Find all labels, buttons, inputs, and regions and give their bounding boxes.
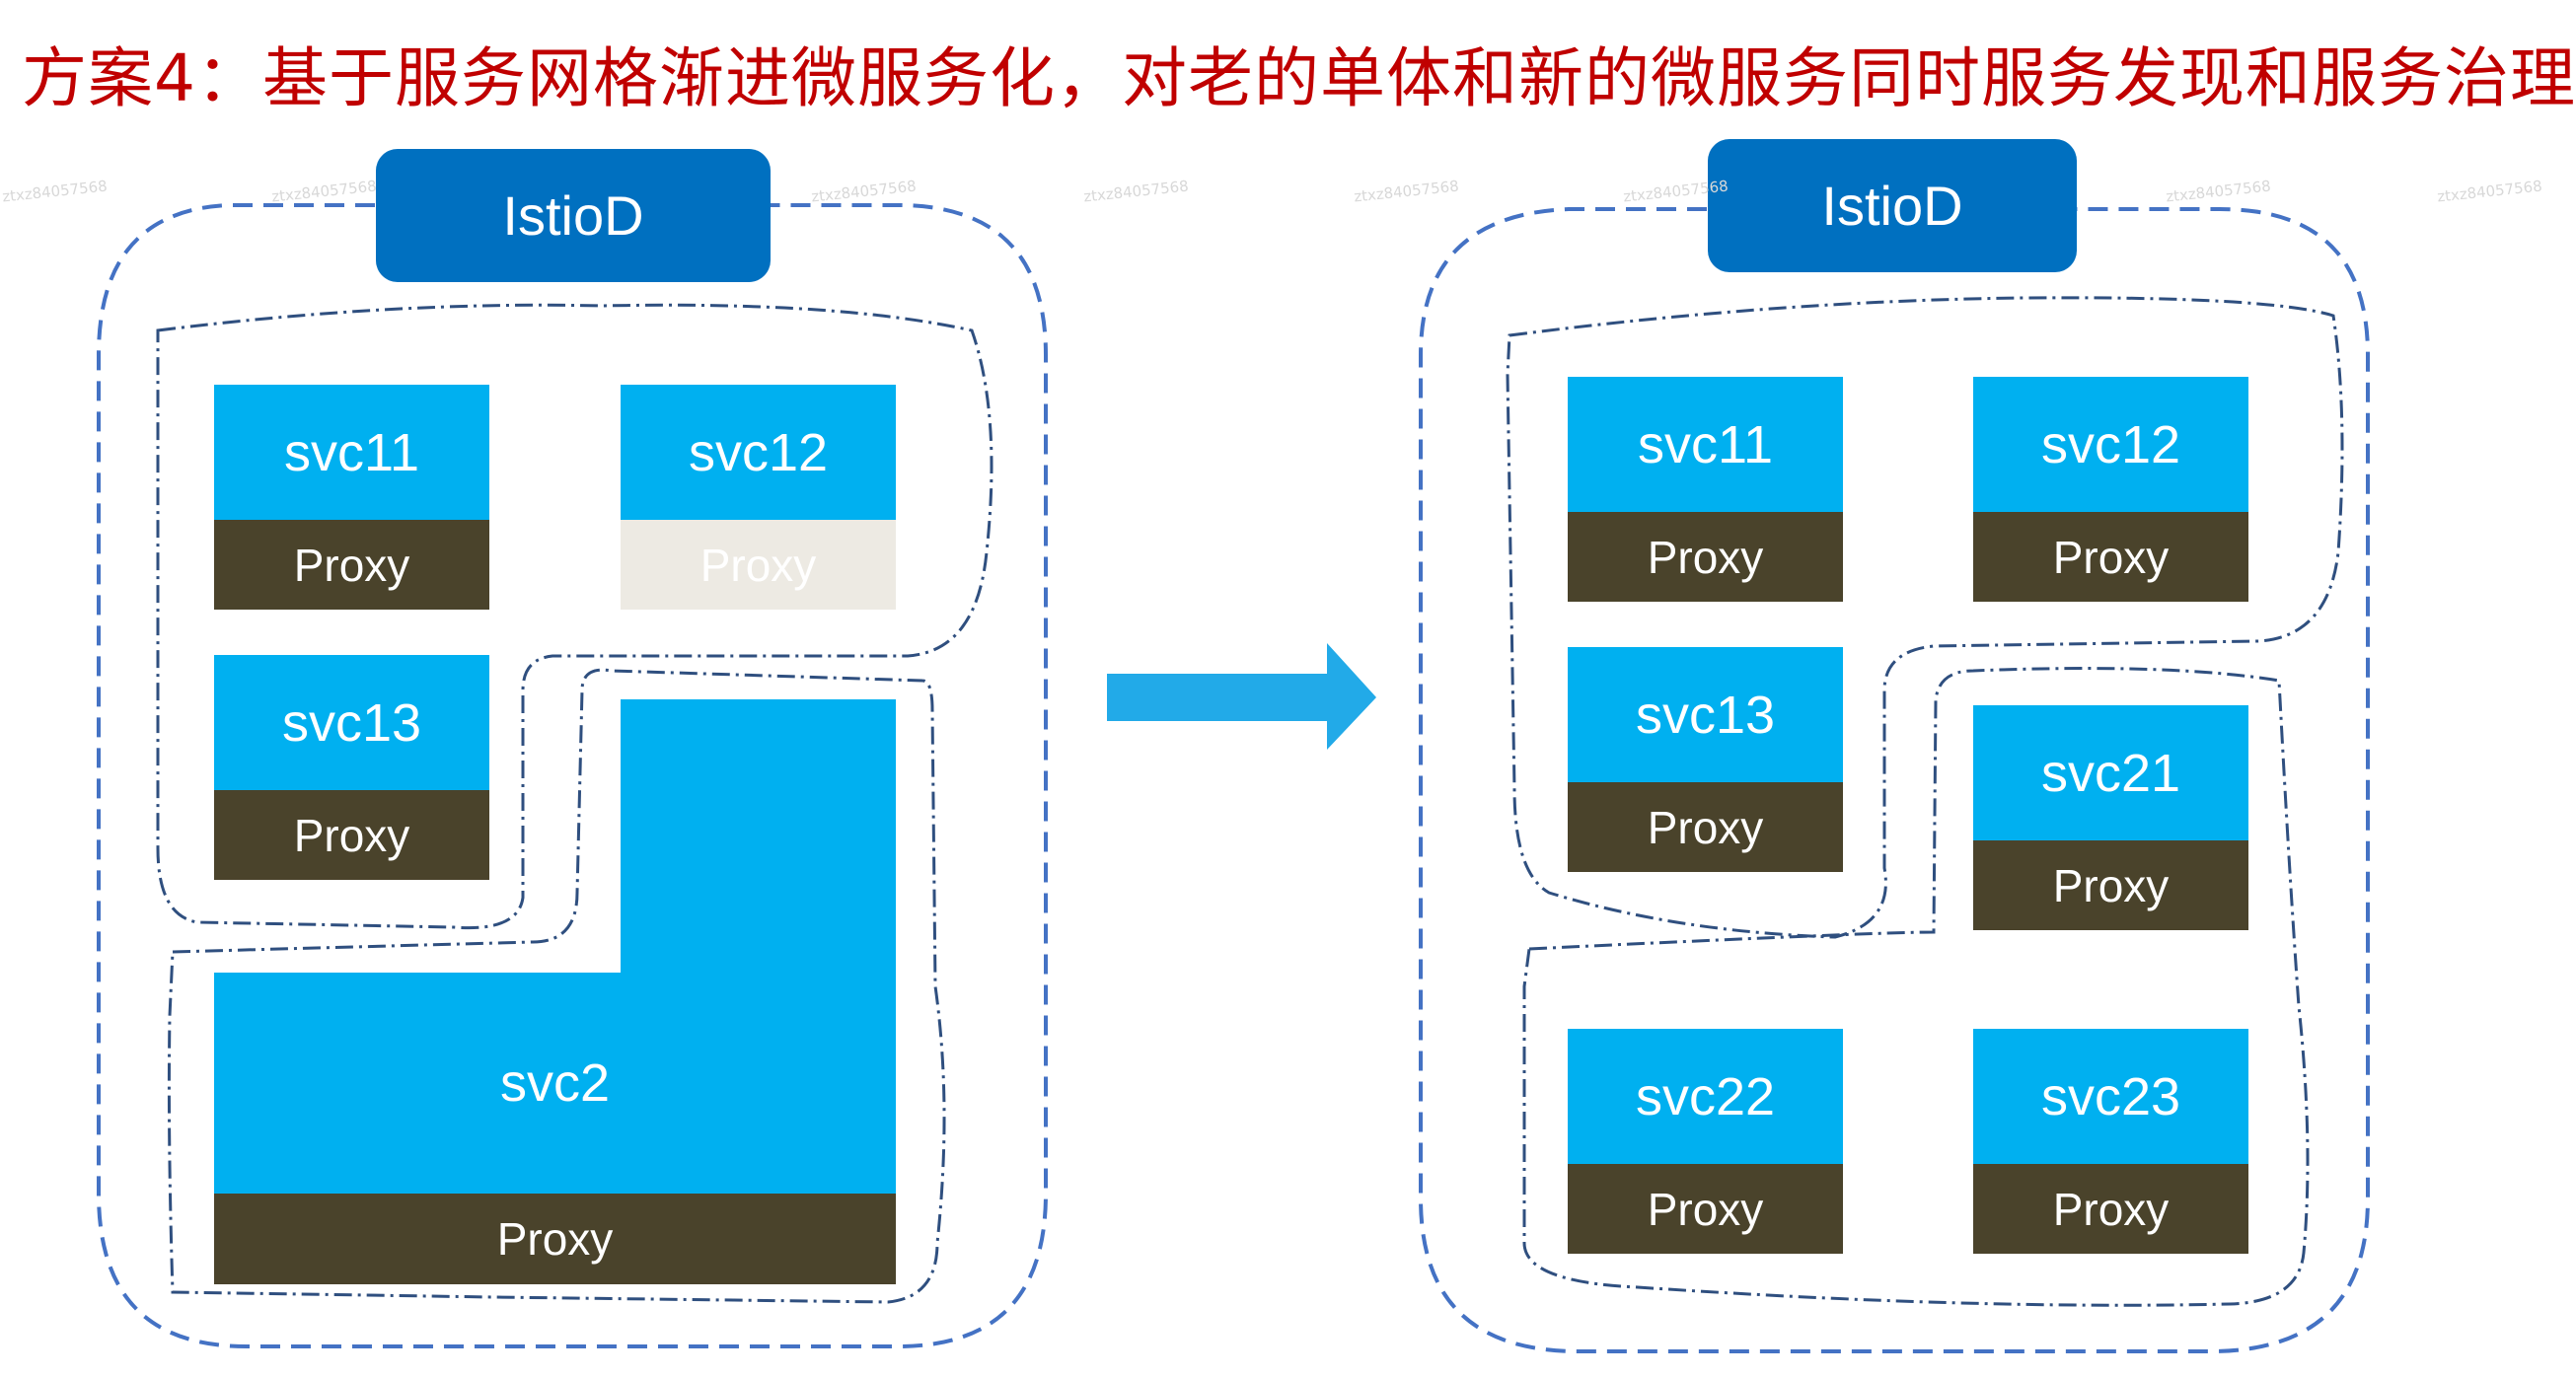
right-svc11-proxy: Proxy — [1568, 512, 1843, 602]
left-svc13-box: svc13 — [214, 655, 489, 790]
left-svc11-proxy: Proxy — [214, 520, 489, 610]
page-title: 方案4：基于服务网格渐进微服务化，对老的单体和新的微服务同时服务发现和服务治理 — [22, 40, 2576, 116]
right-svc13-box: svc13 — [1568, 647, 1843, 782]
right-svc23-proxy: Proxy — [1973, 1164, 2248, 1254]
right-svc12-proxy: Proxy — [1973, 512, 2248, 602]
left-mesh-boundary — [97, 203, 1048, 1348]
left-svc2-proxy: Proxy — [214, 1194, 896, 1284]
right-svc21-box: svc21 — [1973, 705, 2248, 840]
right-svc11-box: svc11 — [1568, 377, 1843, 512]
left-svc12-box: svc12 — [621, 385, 896, 520]
left-svc2-box: svc2 — [214, 973, 896, 1194]
left-group-svc2 — [167, 668, 946, 1304]
right-svc22-proxy: Proxy — [1568, 1164, 1843, 1254]
left-svc2-upper-block — [621, 699, 896, 973]
transition-arrow — [1107, 643, 1376, 750]
left-svc11-box: svc11 — [214, 385, 489, 520]
left-istiod-box: IstioD — [376, 149, 771, 282]
right-svc22-box: svc22 — [1568, 1029, 1843, 1164]
right-istiod-box: IstioD — [1708, 139, 2077, 272]
right-svc21-proxy: Proxy — [1973, 840, 2248, 930]
right-svc23-box: svc23 — [1973, 1029, 2248, 1164]
left-svc13-proxy: Proxy — [214, 790, 489, 880]
right-mesh-boundary — [1419, 207, 2370, 1353]
left-svc12-proxy-inactive: Proxy — [621, 520, 896, 610]
right-svc13-proxy: Proxy — [1568, 782, 1843, 872]
right-group-legacy — [1506, 296, 2344, 939]
right-svc12-box: svc12 — [1973, 377, 2248, 512]
